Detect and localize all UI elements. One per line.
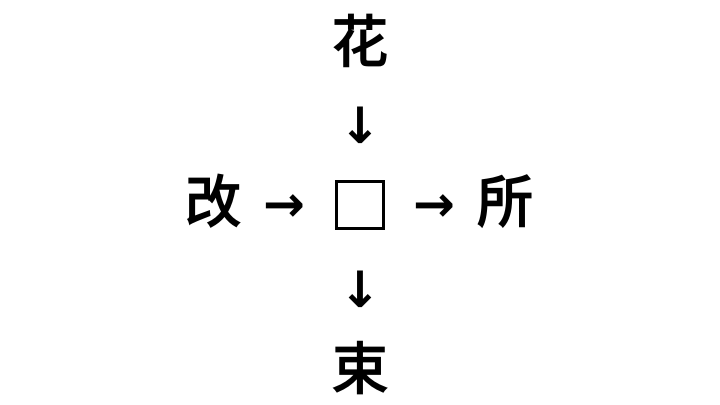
left-kanji: 改 [185, 171, 241, 236]
right-kanji: 所 [477, 171, 533, 236]
right-arrow-left: → [263, 175, 305, 233]
blank-answer-box[interactable] [335, 180, 385, 230]
down-arrow-top: ↓ [339, 97, 381, 155]
right-arrow-right: → [413, 175, 455, 233]
top-kanji: 花 [332, 11, 388, 76]
bottom-kanji: 束 [332, 338, 388, 403]
down-arrow-bottom: ↓ [339, 261, 381, 319]
